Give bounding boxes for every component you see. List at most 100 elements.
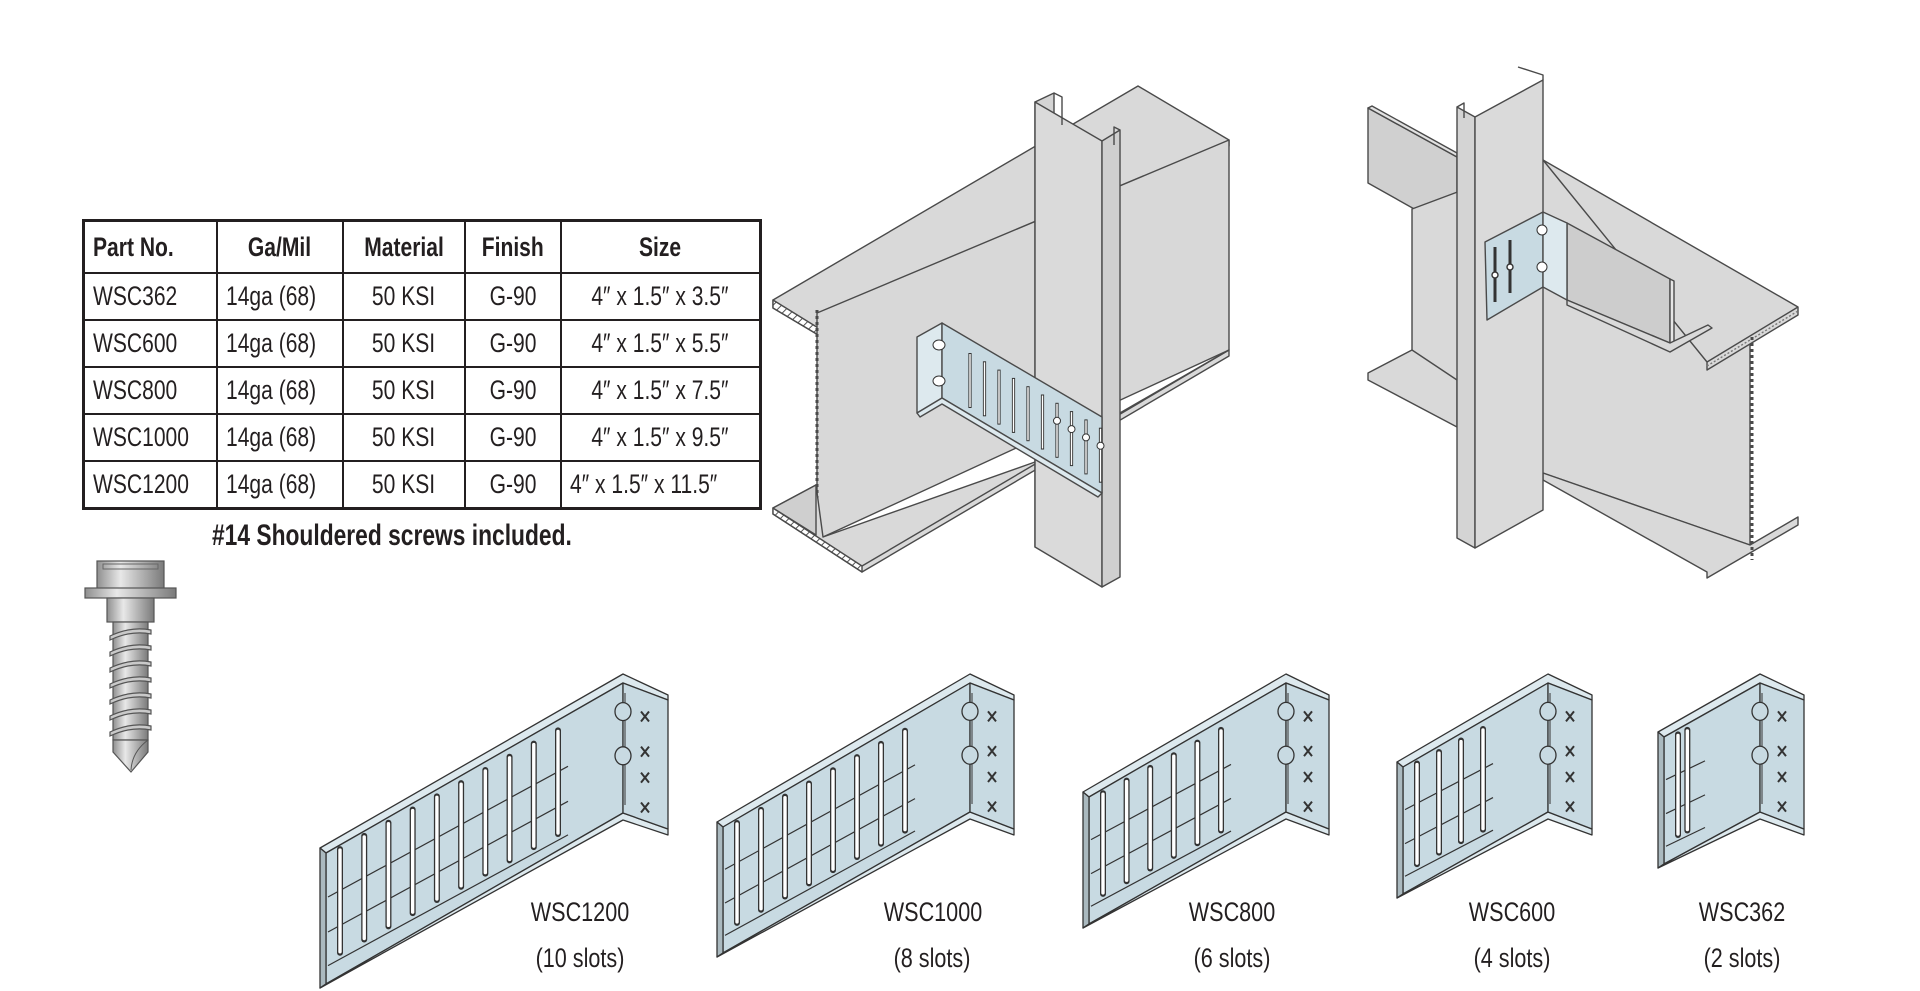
cell-size: 4″ x 1.5″ x 11.5″ [559,460,762,510]
header-size: Size [559,219,762,274]
header-material: Material [341,219,466,274]
bracket-pilot-hole [1303,745,1313,757]
installed-screw [1053,416,1061,425]
bracket-long-face [1402,682,1549,895]
bracket-keyhole [614,701,632,722]
bracket-keyhole [1539,701,1557,722]
screw-washer [84,587,177,599]
screw-shoulder [106,597,155,623]
header-part-no: Part No. [82,219,219,274]
screw-thread [109,724,152,737]
bracket-pilot-hole [1303,710,1313,722]
bracket-keyhole [614,746,632,766]
bracket-wsc800 [1082,673,1330,929]
cell-part-no: WSC1000 [82,413,219,462]
installed-bracket-wsc362 [1484,211,1568,321]
bracket-guide-line [1404,829,1494,877]
bracket-lineup [319,673,1805,989]
bracket-guide-line [327,834,569,967]
installed-screw [1082,433,1090,442]
cell-size: 4″ x 1.5″ x 9.5″ [559,413,762,462]
cell-part-no: WSC600 [82,319,219,368]
table-row: WSC800 14ga (68) 50 KSI G-90 4″ x 1.5″ x… [82,366,762,415]
bracket-keyhole [961,701,979,722]
spec-table: Part No. Ga/Mil Material Finish Size WSC… [82,219,762,510]
bracket-flange-face [1285,682,1330,830]
cell-part-no: WSC362 [82,272,219,321]
bracket-long-face [325,682,624,985]
bracket-wsc362 [1657,673,1805,869]
bracket-label-part: WSC1200 [530,897,630,927]
header-finish: Finish [463,219,562,274]
bracket-label-slots: (8 slots) [893,943,971,973]
bracket-keyhole [1539,745,1557,765]
bracket-keyhole [1277,701,1295,722]
screw-thread [109,692,152,705]
bracket-pilot-hole [1565,745,1575,757]
screw-thread [109,660,152,673]
bracket-guide-line [327,800,569,933]
bracket-pilot-hole [1565,801,1575,813]
bracket-flange-face [622,682,669,830]
installed-bracket-wsc1200 [916,322,1105,498]
cell-finish: G-90 [463,460,562,510]
bracket-pilot-hole [640,801,650,814]
bracket-pilot-hole [1303,771,1313,783]
cell-finish: G-90 [463,366,562,415]
installation-illustration-right [1367,66,1799,579]
bracket-pilot-hole [1565,710,1575,722]
bracket-guide-line [1665,826,1706,847]
bracket-long-face [1088,682,1287,925]
bracket-wsc1000 [716,673,1015,958]
bracket-pilot-hole [987,801,997,813]
screw-thread [109,628,152,641]
cell-finish: G-90 [463,319,562,368]
table-row: WSC1200 14ga (68) 50 KSI G-90 4″ x 1.5″ … [82,460,762,510]
bracket-guide-line [1090,797,1232,875]
bracket-pilot-hole [987,745,997,757]
bracket-side-edge [1082,791,1090,929]
cell-ga-mil: 14ga (68) [216,413,344,462]
table-row: WSC600 14ga (68) 50 KSI G-90 4″ x 1.5″ x… [82,319,762,368]
bracket-pilot-hole [1565,771,1575,783]
bracket-label-slots: (4 slots) [1473,943,1551,973]
installed-screw [1067,425,1076,434]
screw-illustration [84,560,177,773]
bracket-keyhole [1277,745,1295,765]
cell-ga-mil: 14ga (68) [216,366,344,415]
bracket-pilot-hole [1777,710,1787,722]
bracket-label-slots: (2 slots) [1703,943,1781,973]
bracket-pilot-hole [640,745,650,758]
bracket-pilot-hole [987,710,997,722]
cell-material: 50 KSI [341,272,466,321]
cell-material: 50 KSI [341,460,466,510]
bracket-label-slots: (10 slots) [535,943,625,973]
bracket-guide-line [724,830,916,936]
bracket-pilot-hole [640,771,650,784]
bracket-guide-line [1090,763,1232,841]
bracket-label-part: WSC362 [1698,897,1786,927]
cell-ga-mil: 14ga (68) [216,319,344,368]
table-header-row: Part No. Ga/Mil Material Finish Size [82,219,762,274]
bracket-label-part: WSC1000 [883,897,983,927]
cell-part-no: WSC800 [82,366,219,415]
bracket-pilot-hole [1777,771,1787,783]
bracket-flange-face [1759,682,1805,830]
bracket-side-edge [1657,731,1665,869]
cell-size: 4″ x 1.5″ x 3.5″ [559,272,762,321]
screw-thread [109,676,152,689]
bracket-label-slots: (6 slots) [1193,943,1271,973]
bracket-pilot-hole [1777,801,1787,813]
bracket-keyhole [1751,745,1769,765]
table-row: WSC1000 14ga (68) 50 KSI G-90 4″ x 1.5″ … [82,413,762,462]
cell-size: 4″ x 1.5″ x 5.5″ [559,319,762,368]
bracket-keyhole [1751,701,1769,722]
cell-finish: G-90 [463,272,562,321]
bracket-pilot-hole [987,771,997,783]
screw-head [96,560,165,590]
bracket-flange-face [1547,682,1593,830]
screw-thread [109,644,152,657]
cell-ga-mil: 14ga (68) [216,272,344,321]
bracket-pilot-hole [1777,745,1787,757]
